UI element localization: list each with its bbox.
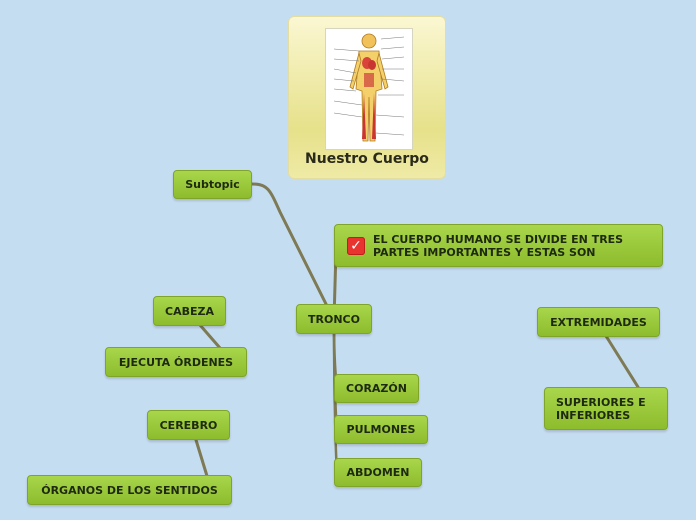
- node-label: Subtopic: [185, 178, 240, 191]
- human-body-icon: [333, 33, 405, 142]
- node-tronco[interactable]: TRONCO: [296, 304, 372, 334]
- node-label-line-2: INFERIORES: [556, 408, 631, 422]
- node-subtopic[interactable]: Subtopic: [173, 170, 252, 199]
- node-label: PULMONES: [346, 423, 416, 436]
- node-extremidades[interactable]: EXTREMIDADES: [537, 307, 660, 337]
- node-label: TRONCO: [308, 312, 360, 326]
- node-label: ABDOMEN: [346, 466, 410, 479]
- human-anatomy-image: [325, 28, 413, 150]
- node-cabeza[interactable]: CABEZA: [153, 296, 226, 326]
- node-label-line-1: SUPERIORES E: [556, 395, 646, 409]
- note-label: EL CUERPO HUMANO SE DIVIDE EN TRES PARTE…: [373, 233, 623, 259]
- node-label: CABEZA: [165, 304, 214, 318]
- node-label: EJECUTA ÓRDENES: [118, 355, 234, 369]
- node-label: ÓRGANOS DE LOS SENTIDOS: [41, 483, 218, 497]
- note-line-2: PARTES IMPORTANTES Y ESTAS SON: [373, 245, 596, 259]
- node-label: SUPERIORES E INFERIORES: [556, 396, 646, 422]
- checkbox-checked-icon: ✓: [347, 236, 365, 255]
- node-superiores-e-inferiores[interactable]: SUPERIORES E INFERIORES: [544, 387, 668, 430]
- note-line-1: EL CUERPO HUMANO SE DIVIDE EN TRES: [373, 232, 624, 246]
- node-abdomen[interactable]: ABDOMEN: [334, 458, 422, 487]
- node-organos-de-los-sentidos[interactable]: ÓRGANOS DE LOS SENTIDOS: [27, 475, 232, 505]
- node-cerebro[interactable]: CEREBRO: [147, 410, 230, 440]
- node-corazon[interactable]: CORAZÓN: [334, 374, 419, 403]
- node-ejecuta-ordenes[interactable]: EJECUTA ÓRDENES: [105, 347, 247, 377]
- central-topic[interactable]: Nuestro Cuerpo: [288, 16, 446, 179]
- node-label: EXTREMIDADES: [550, 315, 647, 329]
- node-label: CORAZÓN: [346, 382, 407, 395]
- node-pulmones[interactable]: PULMONES: [334, 415, 428, 444]
- node-label: CEREBRO: [159, 418, 218, 432]
- note-topic[interactable]: ✓ EL CUERPO HUMANO SE DIVIDE EN TRES PAR…: [334, 224, 663, 267]
- central-title: Nuestro Cuerpo: [305, 151, 429, 167]
